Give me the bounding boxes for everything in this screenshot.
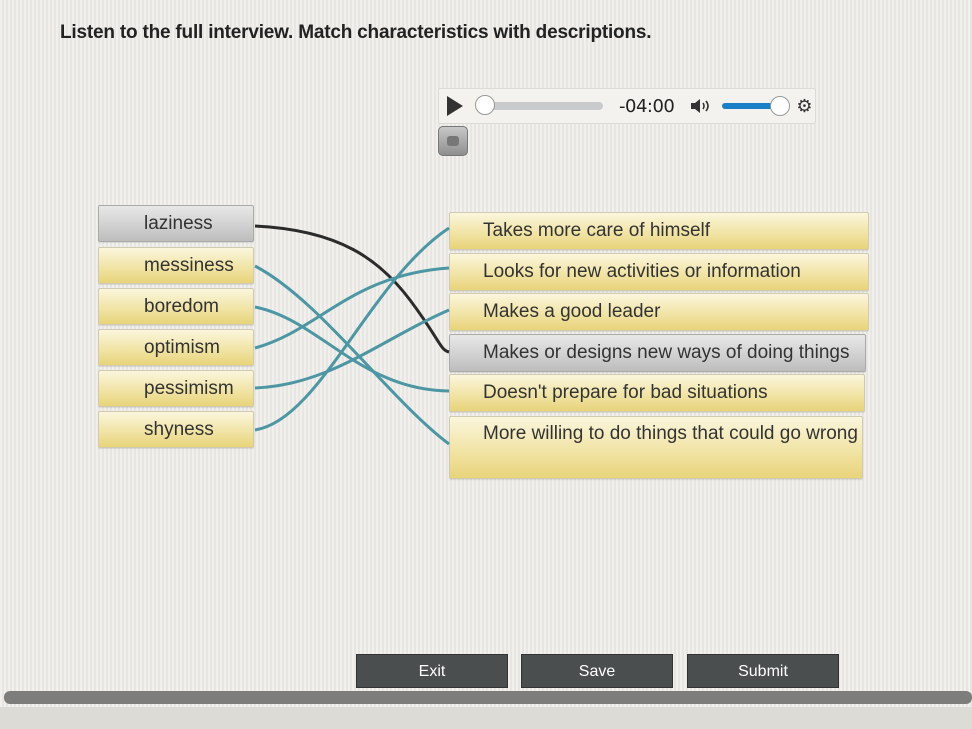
connection-pessimism	[254, 308, 450, 390]
characteristic-optimism[interactable]: optimism	[98, 329, 254, 366]
play-icon[interactable]	[447, 96, 463, 116]
seek-slider[interactable]	[475, 95, 603, 115]
seek-handle[interactable]	[475, 95, 495, 115]
description-good-leader[interactable]: Makes a good leader	[449, 293, 869, 331]
connection-boredom	[254, 305, 450, 393]
characteristic-messiness[interactable]: messiness	[98, 247, 254, 284]
taskbar	[0, 707, 972, 729]
description-takes-care[interactable]: Takes more care of himself	[449, 212, 869, 250]
volume-slider[interactable]	[722, 96, 791, 116]
connection-messiness	[254, 264, 450, 446]
gear-icon[interactable]: ⚙	[796, 95, 813, 116]
connection-optimism	[254, 266, 450, 350]
horizontal-scrollbar[interactable]	[4, 691, 972, 704]
characteristic-shyness[interactable]: shyness	[98, 411, 254, 448]
volume-handle[interactable]	[770, 96, 791, 116]
description-new-activities[interactable]: Looks for new activities or information	[449, 253, 869, 291]
characteristic-laziness[interactable]: laziness	[98, 205, 254, 242]
volume-icon[interactable]	[690, 97, 712, 115]
submit-button[interactable]: Submit	[687, 654, 839, 688]
save-button[interactable]: Save	[521, 654, 673, 688]
audio-player: -04:00 ⚙	[438, 88, 816, 124]
description-willing-risk[interactable]: More willing to do things that could go …	[449, 416, 863, 479]
transcript-button[interactable]	[438, 126, 468, 156]
description-no-prepare[interactable]: Doesn't prepare for bad situations	[449, 374, 865, 412]
transcript-icon	[447, 136, 459, 146]
time-remaining: -04:00	[619, 95, 675, 117]
characteristic-boredom[interactable]: boredom	[98, 288, 254, 325]
instructions: Listen to the full interview. Match char…	[60, 22, 652, 43]
connection-laziness	[254, 224, 450, 354]
description-new-ways[interactable]: Makes or designs new ways of doing thing…	[449, 334, 866, 372]
exit-button[interactable]: Exit	[356, 654, 508, 688]
connection-shyness	[254, 226, 450, 432]
characteristic-pessimism[interactable]: pessimism	[98, 370, 254, 407]
